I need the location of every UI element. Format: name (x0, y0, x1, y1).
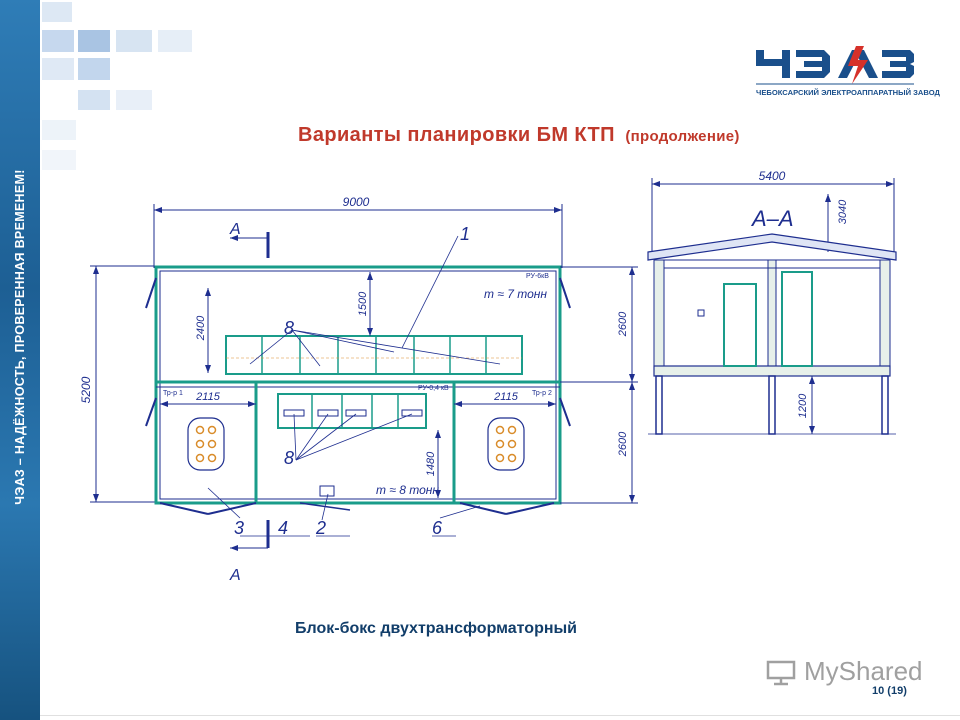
callout-3: 3 (234, 518, 244, 538)
section-mark-top: А (229, 221, 241, 238)
dim-width: 5200 (79, 376, 93, 403)
presentation-icon (766, 660, 796, 686)
title-subtitle: (продолжение) (625, 128, 740, 145)
dim-2600-top: 2600 (617, 311, 629, 337)
logo-company-name: ЧЕБОКСАРСКИЙ ЭЛЕКТРОАППАРАТНЫЙ ЗАВОД (756, 88, 940, 97)
footer-divider (40, 715, 960, 716)
logo-mark-icon (756, 46, 914, 85)
dim-2600-bottom: 2600 (617, 431, 629, 457)
dim-2115-left: 2115 (195, 391, 221, 403)
section-dim-width: 5400 (759, 169, 786, 183)
dim-1500: 1500 (357, 291, 369, 316)
watermark: MyShared (766, 656, 926, 690)
mass-bottom: m ≈ 8 тонн (376, 483, 439, 497)
section-mark-bottom: А (229, 567, 241, 584)
title-main: Варианты планировки БМ КТП (298, 124, 615, 146)
page-number: 10 (19) (872, 685, 907, 697)
page-title: Варианты планировки БМ КТП (продолжение) (298, 124, 918, 147)
technical-drawing: 9000 А 5200 (60, 168, 960, 600)
section-dim-height: 3040 (837, 199, 849, 224)
sidebar-background (0, 0, 40, 720)
callout-8-bottom: 8 (284, 448, 294, 468)
mass-top: m ≈ 7 тонн (484, 287, 547, 301)
callout-8-top: 8 (284, 318, 294, 338)
room-tr1: Тр-р 1 (163, 390, 183, 397)
drawing-caption: Блок-бокс двухтрансформаторный (295, 620, 577, 637)
dim-2400: 2400 (195, 315, 207, 341)
plan-view: 9000 А 5200 (79, 195, 638, 584)
section-view: 5400 А–А 3040 (647, 169, 897, 435)
callout-6: 6 (432, 518, 443, 538)
section-label: А–А (750, 206, 794, 231)
dim-length: 9000 (343, 195, 370, 209)
company-logo: ЧЕБОКСАРСКИЙ ЭЛЕКТРОАППАРАТНЫЙ ЗАВОД (752, 44, 940, 106)
sidebar-slogan: ЧЭАЗ – НАДЁЖНОСТЬ, ПРОВЕРЕННАЯ ВРЕМЕНЕМ! (13, 169, 27, 505)
watermark-text: MyShared (804, 656, 923, 686)
callout-4: 4 (278, 518, 288, 538)
callout-2: 2 (315, 518, 326, 538)
room-ru-6kv: РУ-6кВ (526, 273, 549, 280)
section-dim-1200: 1200 (797, 393, 809, 418)
callout-1: 1 (460, 224, 470, 244)
dim-1480: 1480 (425, 451, 437, 476)
room-ru-04kv: РУ-0,4 кВ (418, 385, 449, 392)
room-tr2: Тр-р 2 (532, 390, 552, 397)
dim-2115-right: 2115 (493, 391, 519, 403)
sidebar-banner: ЧЭАЗ – НАДЁЖНОСТЬ, ПРОВЕРЕННАЯ ВРЕМЕНЕМ! (0, 0, 40, 720)
decorative-tiles (40, 0, 280, 190)
